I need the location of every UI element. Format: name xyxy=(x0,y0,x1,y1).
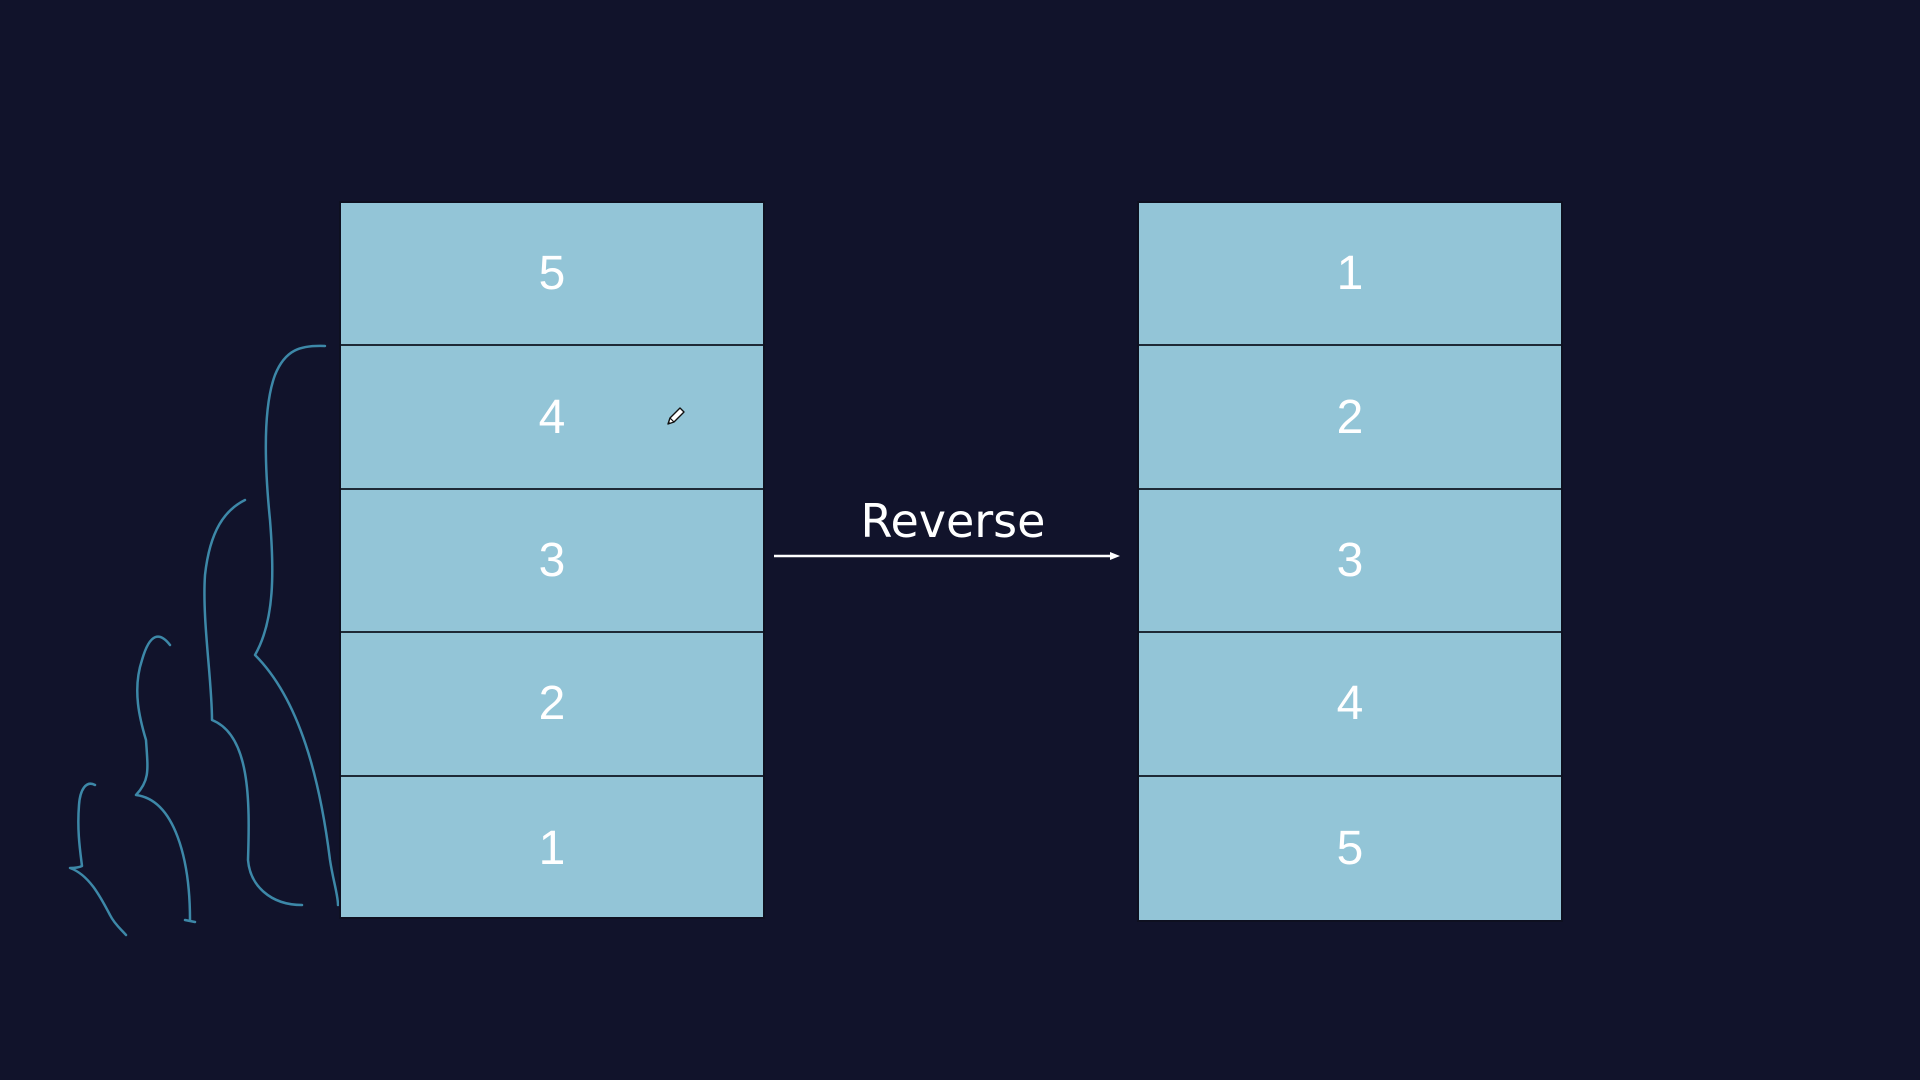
stack-cell: 3 xyxy=(341,490,763,634)
original-stack: 5 4 3 2 1 xyxy=(339,201,765,919)
stack-cell: 5 xyxy=(341,203,763,347)
stack-cell: 3 xyxy=(1139,490,1561,634)
reversed-stack: 1 2 3 4 5 xyxy=(1137,201,1563,922)
stack-cell: 1 xyxy=(538,821,566,875)
stack-cell: 1 xyxy=(1139,203,1561,347)
pencil-cursor-icon xyxy=(667,407,685,425)
stack-cell: 5 xyxy=(1336,821,1364,875)
stack-cell: 4 xyxy=(341,346,763,490)
stack-cell: 4 xyxy=(1139,633,1561,777)
stack-cell: 2 xyxy=(341,633,763,777)
right-arrow-icon xyxy=(774,552,1120,560)
stack-cell: 2 xyxy=(1139,346,1561,490)
reverse-label: Reverse xyxy=(860,494,1046,548)
